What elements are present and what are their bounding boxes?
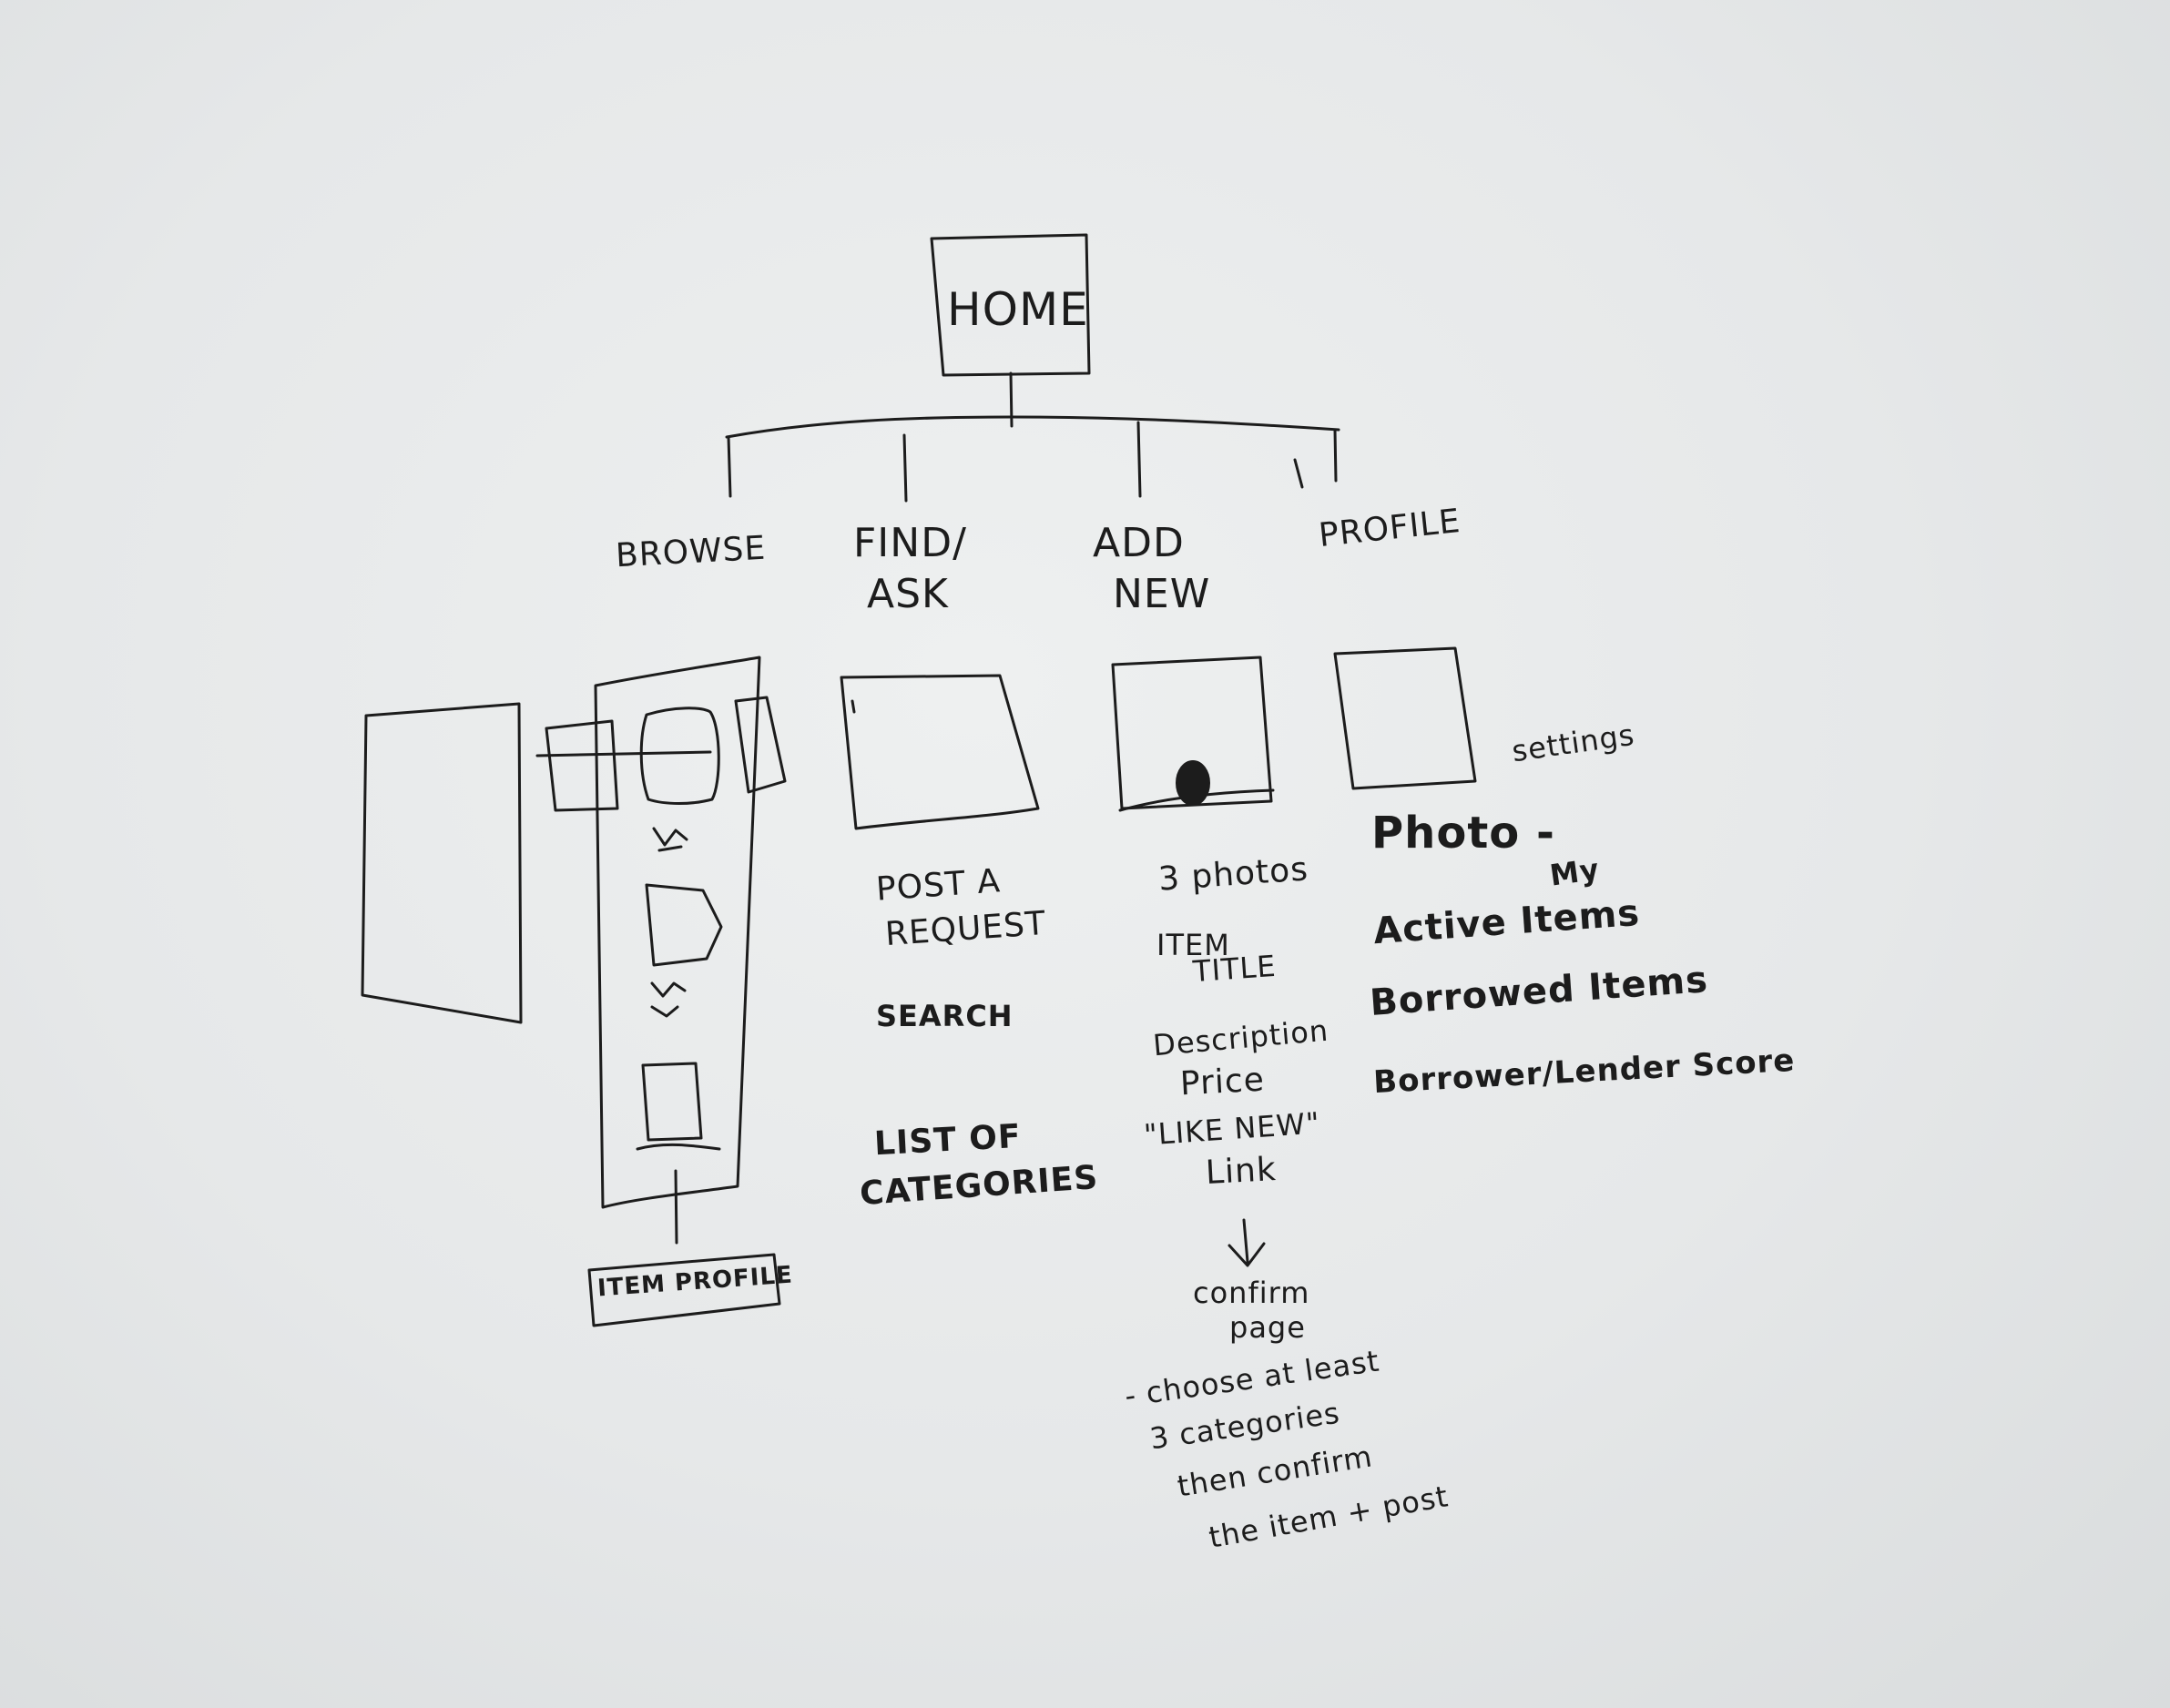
down-arrow <box>1228 1218 1266 1267</box>
carousel-frame-left <box>545 719 619 812</box>
branch-tick <box>1293 458 1304 489</box>
scribble-2 <box>650 981 687 1018</box>
branch-profile <box>1333 428 1338 483</box>
home-box <box>930 233 1091 377</box>
browse-scroll-screen <box>594 656 761 1209</box>
pentagon-item <box>645 883 723 967</box>
find-screen <box>840 674 1040 830</box>
profile-screen <box>1333 646 1477 790</box>
item-title-line2: TITLE <box>1191 948 1278 990</box>
carousel-line <box>535 750 712 757</box>
confirm-page-line1: confirm <box>1193 1276 1310 1310</box>
add-screen <box>1111 656 1273 810</box>
scribble-1 <box>652 827 688 852</box>
find-ask-label-line1[interactable]: FIND/ <box>853 520 967 566</box>
item-profile-box <box>587 1253 781 1327</box>
home-label[interactable]: HOME <box>947 283 1089 336</box>
my-label: My <box>1547 851 1603 893</box>
item-title-line1: ITEM <box>1156 928 1230 962</box>
browse-label[interactable]: BROWSE <box>615 529 768 575</box>
photo-button <box>1176 760 1210 806</box>
browse-left-screen <box>361 702 523 1024</box>
photo-label: Photo - <box>1371 808 1555 859</box>
branch-browse <box>727 435 732 498</box>
add-new-label-line1[interactable]: ADD <box>1093 520 1185 566</box>
search-label: SEARCH <box>876 999 1014 1033</box>
carousel-frame-right <box>734 696 787 794</box>
item-profile-connector <box>674 1169 678 1245</box>
tree-bar <box>725 415 1340 439</box>
find-screen-mark <box>851 699 856 714</box>
branch-add <box>1136 421 1142 498</box>
branch-find <box>902 433 908 503</box>
add-new-label-line2[interactable]: NEW <box>1113 571 1211 617</box>
small-item-box <box>636 1062 721 1151</box>
confirm-page-line2: page <box>1229 1310 1306 1345</box>
link-label: Link <box>1204 1150 1278 1193</box>
find-ask-label-line2[interactable]: ASK <box>867 571 949 617</box>
list-of-line1: LIST OF <box>873 1117 1023 1164</box>
carousel-frame-center <box>639 707 720 805</box>
price-label: Price <box>1178 1061 1266 1103</box>
